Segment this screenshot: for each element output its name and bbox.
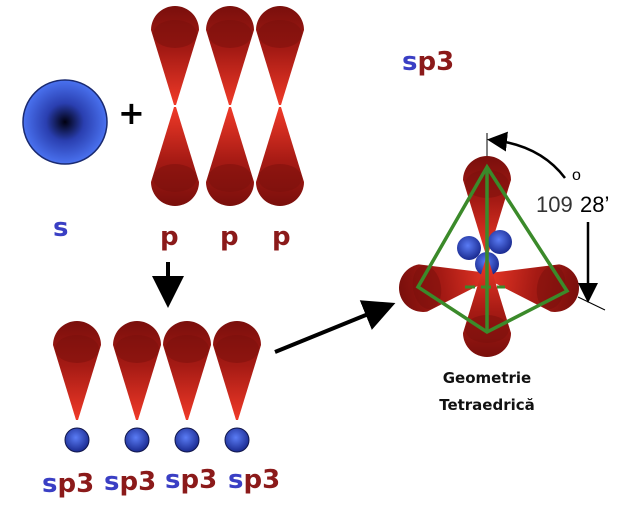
plus-sign: + [118,94,145,132]
sp3-orbital-1 [53,321,101,453]
p-orbital-3 [256,6,304,206]
p-label-3: p [272,222,291,252]
p-label-1: p [160,222,179,252]
sp3-orbital-2 [113,321,161,453]
sp3-label-3: sp3 [165,465,217,495]
sp3-label-4: sp3 [228,465,280,495]
geometry-label-line1: Geometrie [443,369,531,387]
sp3-label-1: sp3 [42,469,94,499]
sp3-label-2: sp3 [104,467,156,497]
angle-degree-sign: o [572,167,581,184]
sp3-orbital-3 [163,321,211,453]
diagonal-arrow [274,300,396,354]
angle-label: 109 [536,192,573,217]
sp3-orbital-4 [213,321,261,453]
p-label-2: p [220,222,239,252]
s-label: s [53,213,68,243]
tetrahedral-model [395,131,606,357]
geometry-label-line2: Tetraedrică [439,396,535,414]
hybrid-title: sp3 [402,47,454,77]
angle-minutes: 28’ [580,192,609,217]
p-orbital-1 [151,6,199,206]
p-orbital-2 [206,6,254,206]
s-orbital-sphere [22,79,108,165]
